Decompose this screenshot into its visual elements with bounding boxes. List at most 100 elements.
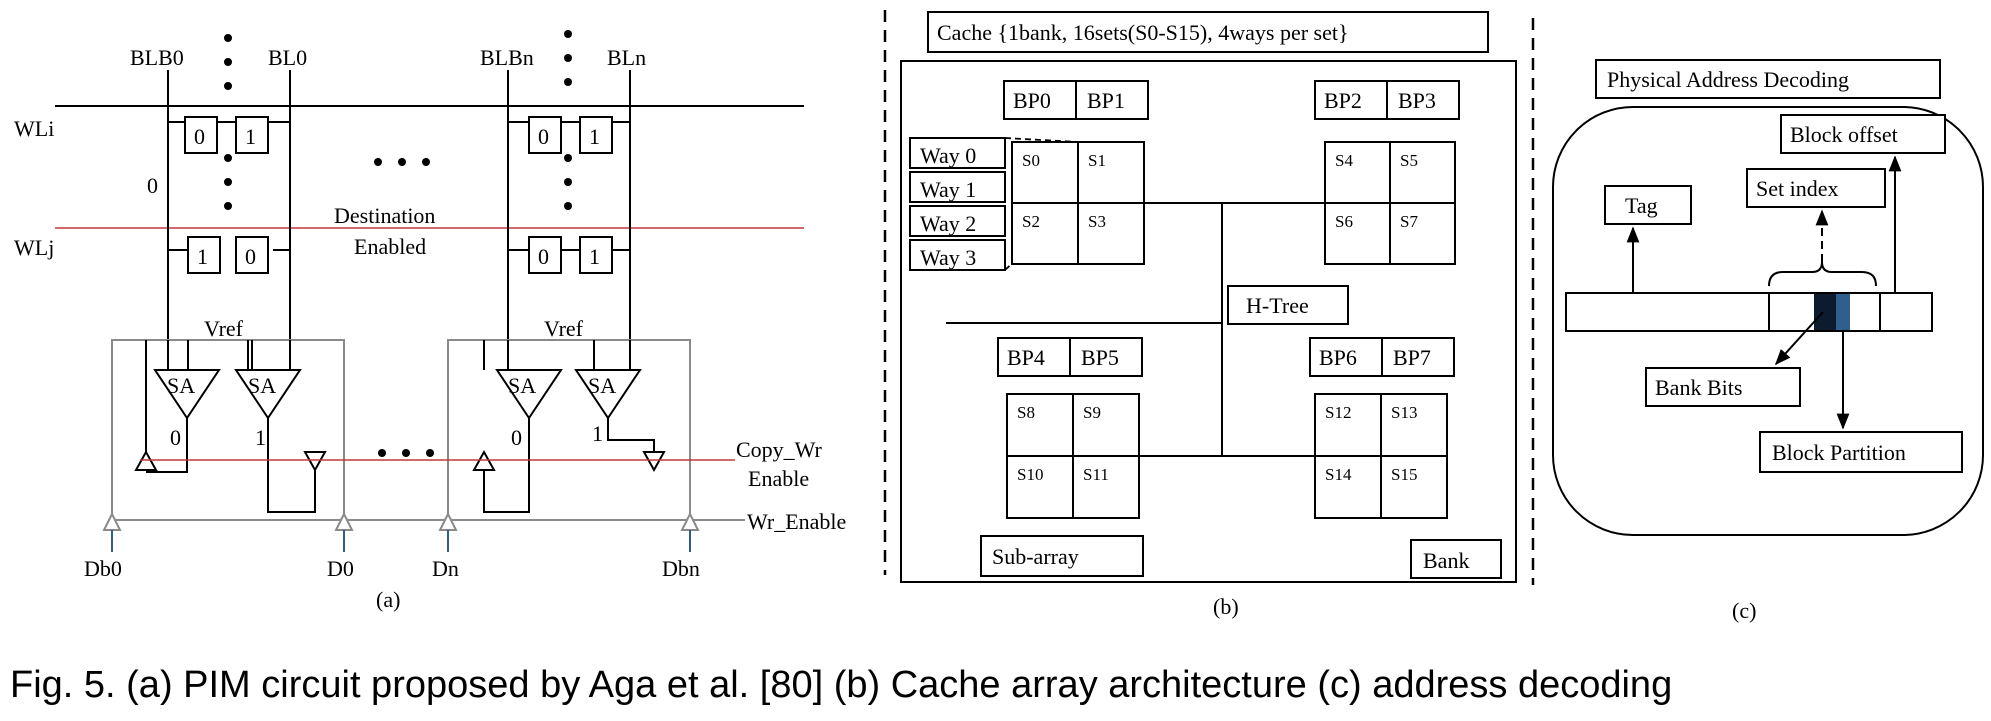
cell-j-left-b: 0 [245,244,256,269]
cells-left [184,116,269,274]
vertical-ellipsis-top [224,30,572,210]
wordline-i-label: WLi [14,116,54,141]
set-s1: S1 [1088,151,1106,170]
block-partition-field [1836,294,1850,330]
way-0-label: Way 0 [920,143,976,168]
data-label-d0: D0 [327,556,354,581]
vref-label-right: Vref [544,316,584,341]
sense-amp-right-a: SA [508,373,536,398]
cell-i-right-a: 0 [538,124,549,149]
cell-i-right-b: 1 [589,124,600,149]
set-s3: S3 [1088,212,1106,231]
set-s2: S2 [1022,212,1040,231]
bitline-label-blbn: BLBn [480,45,534,70]
h-tree-box [1227,285,1349,325]
way-1-label: Way 1 [920,177,976,202]
sa-output-left-1: 1 [255,425,266,450]
set-s0: S0 [1022,151,1040,170]
tag-box [1604,185,1692,225]
block-partition-box [1759,431,1963,473]
sense-amps-left [134,340,327,513]
destination-label-line2: Enabled [354,234,426,259]
set-s4: S4 [1335,151,1353,170]
sense-amp-right-b: SA [588,373,616,398]
block-offset-box [1780,114,1946,154]
cell-i-left-b: 1 [245,124,256,149]
cell-i-left-a: 0 [194,124,205,149]
set-s13: S13 [1391,403,1417,422]
set-grids [1006,141,1456,519]
bp4-label: BP4 [1007,345,1045,370]
sa-output-right-1: 1 [592,421,603,446]
subarray-label: Sub-array [992,544,1079,569]
tag-label: Tag [1625,193,1658,218]
bitline-label-blb0: BLB0 [130,45,184,70]
bitline-zero-label: 0 [147,173,158,198]
bp-boxes [997,80,1460,377]
bitline-label-bl0: BL0 [268,45,307,70]
address-decoding-title: Physical Address Decoding [1607,67,1849,92]
set-s5: S5 [1400,151,1418,170]
set-s6: S6 [1335,212,1353,231]
data-label-dbn: Dbn [662,556,700,581]
sense-amp-left-b: SA [248,373,276,398]
cache-title: Cache {1bank, 16sets(S0-S15), 4ways per … [937,20,1349,45]
panel-c-label: (c) [1732,598,1756,623]
data-lines [111,530,691,552]
panel-a-label: (a) [376,587,400,612]
block-partition-label: Block Partition [1772,440,1906,465]
bp5-label: BP5 [1081,345,1119,370]
panel-c-address-decoding: Physical Address Decoding Block offset S… [1552,59,1984,623]
cache-title-box [927,11,1489,53]
bank-frame [900,60,1517,583]
panel-b-label: (b) [1213,594,1239,619]
cell-j-right-b: 1 [589,244,600,269]
bank-label: Bank [1423,548,1469,573]
way-boxes [909,137,1006,271]
gray-enclosures [111,339,691,520]
address-bar [1565,292,1933,332]
set-index-label: Set index [1756,176,1839,201]
set-s9: S9 [1083,403,1101,422]
subarray-box [980,535,1144,577]
address-decoding-title-box [1595,59,1941,99]
bp7-label: BP7 [1393,345,1431,370]
set-s10: S10 [1017,465,1043,484]
h-tree-label: H-Tree [1246,293,1309,318]
sa-output-left-0: 0 [170,425,181,450]
bp2-label: BP2 [1324,88,1362,113]
set-s15: S15 [1391,465,1417,484]
sense-amps-right [472,340,666,513]
block-offset-label: Block offset [1790,122,1898,147]
bitline-label-bln: BLn [607,45,646,70]
figure-caption: Fig. 5. (a) PIM circuit proposed by Aga … [10,664,1672,706]
wr-enable-label: Wr_Enable [747,509,846,534]
vref-label-left: Vref [204,316,244,341]
bp1-label: BP1 [1087,88,1125,113]
copy-wr-label-line2: Enable [748,466,809,491]
bank-bits-field [1814,294,1836,330]
wordline-j-label: WLj [14,235,54,260]
data-label-dn: Dn [432,556,459,581]
cell-j-left-a: 1 [197,244,208,269]
bp6-label: BP6 [1319,345,1357,370]
set-s11: S11 [1083,465,1109,484]
set-s14: S14 [1325,465,1352,484]
horizontal-ellipsis [374,158,434,457]
bank-bits-box [1645,367,1801,407]
way-2-label: Way 2 [920,211,976,236]
set-index-brace [1768,261,1877,287]
sense-amp-left-a: SA [167,373,195,398]
set-s7: S7 [1400,212,1418,231]
copy-wr-label-line1: Copy_Wr [736,437,823,462]
way-3-label: Way 3 [920,245,976,270]
bp0-label: BP0 [1013,88,1051,113]
bank-bits-label: Bank Bits [1655,375,1742,400]
cell-j-right-a: 0 [538,244,549,269]
set-s8: S8 [1017,403,1035,422]
write-drivers [102,511,700,531]
address-rounded-frame [1552,106,1984,536]
bp3-label: BP3 [1398,88,1436,113]
sa-output-right-0: 0 [511,425,522,450]
